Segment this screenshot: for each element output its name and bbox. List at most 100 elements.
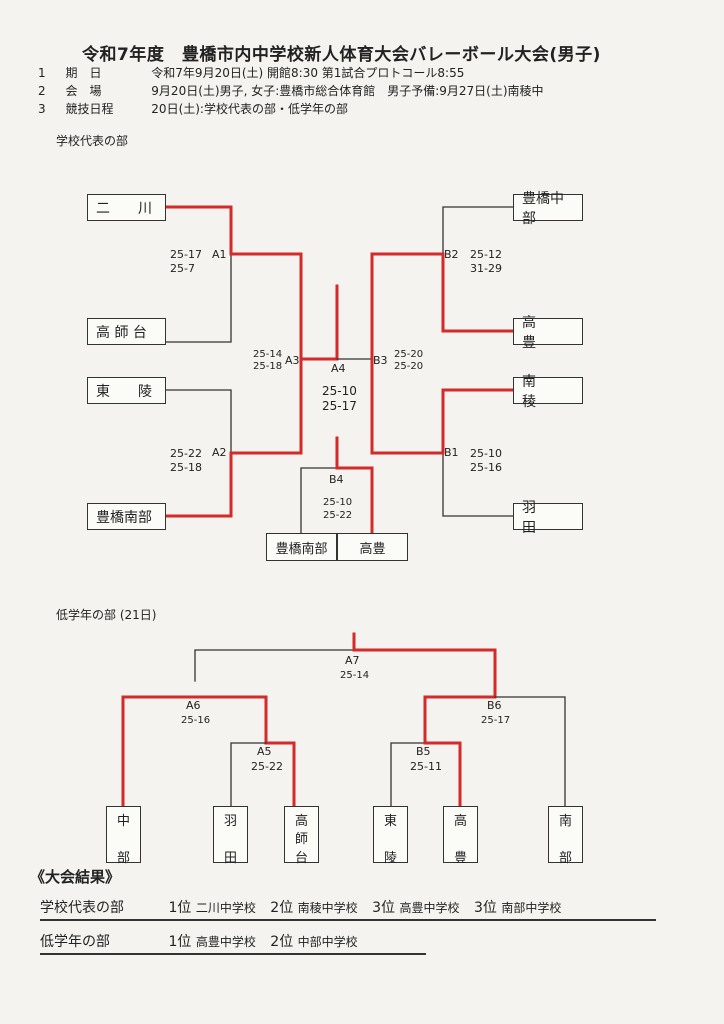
score-set: 25-10 — [323, 497, 353, 508]
team-label: 南 稜 — [522, 373, 564, 410]
rank: 3位 — [372, 900, 396, 916]
team-label: 豊橋中部 — [522, 190, 564, 227]
match-label-a6: A6 — [186, 699, 201, 712]
info-num: 1 — [38, 66, 46, 80]
match-score-a7: 25-14 — [340, 670, 370, 681]
info-label: 競技日程 — [65, 102, 114, 116]
match-score-a2: 25-22 25-18 — [170, 447, 202, 475]
info-num: 2 — [38, 84, 46, 98]
rank: 1位 — [168, 934, 192, 950]
score-set: 25-18 — [253, 361, 283, 372]
team-toyohashi-chubu: 豊橋中部 — [513, 191, 583, 227]
team-nanryo: 南 稜 — [513, 374, 583, 410]
score-set: 25-20 — [394, 349, 424, 360]
match-label-a4: A4 — [331, 362, 346, 375]
rank: 1位 — [168, 900, 192, 916]
team-char: 師 — [294, 832, 308, 847]
match-score-a1: 25-17 25-7 — [170, 248, 202, 276]
score-set: 25-20 — [394, 361, 424, 372]
team-char: 田 — [223, 851, 237, 866]
match-label-a7: A7 — [345, 654, 360, 667]
info-label: 会 場 — [65, 84, 102, 98]
team-char: 羽 — [223, 814, 237, 829]
team-char: 部 — [558, 851, 572, 866]
match-label-b6: B6 — [487, 699, 502, 712]
match-score-a5: 25-22 — [251, 760, 283, 773]
team-toyohashi-nanbu: 豊橋南部 — [87, 503, 166, 530]
team-takashidai: 高 師 台 — [87, 318, 166, 345]
match-score-a3: 25-14 25-18 — [253, 349, 282, 373]
match-score-b6: 25-17 — [481, 715, 511, 726]
info-num: 3 — [38, 102, 46, 116]
team-char: 高 — [453, 814, 467, 829]
team-char: 陵 — [383, 851, 397, 866]
match-label-b5: B5 — [416, 745, 431, 758]
score-set: 25-22 — [323, 510, 353, 521]
team-futagawa: 二 川 — [87, 194, 166, 221]
team-char: 豊 — [453, 851, 467, 866]
section-heading-school: 学校代表の部 — [56, 134, 129, 148]
team-char: 中 — [116, 814, 130, 829]
school-name: 二川中学校 — [195, 901, 256, 915]
rank: 2位 — [270, 900, 294, 916]
info-text: 20日(土):学校代表の部・低学年の部 — [151, 102, 348, 116]
match-label-a2: A2 — [212, 446, 227, 459]
results-school-row: 学校代表の部 1位 二川中学校 2位 南稜中学校 3位 高豊中学校 3位 南部中… — [40, 897, 656, 921]
match-label-b1: B1 — [444, 446, 459, 459]
score-set: 25-7 — [170, 262, 195, 275]
score-set: 31-29 — [470, 262, 502, 275]
results-junior-row: 低学年の部 1位 高豊中学校 2位 中部中学校 — [40, 931, 426, 955]
match-label-b3: B3 — [373, 354, 388, 367]
match-label-a5: A5 — [257, 745, 272, 758]
match-label-a3: A3 — [285, 354, 300, 367]
junior-team-nanbu: 南 部 — [548, 806, 583, 866]
team-label: 豊橋南部 — [96, 509, 152, 526]
team-takatoyo: 高 豊 — [513, 315, 583, 351]
school-name: 中部中学校 — [297, 935, 358, 949]
third-place-right: 高豊 — [337, 533, 408, 561]
info-line-venue: 2 会 場 9月20日(土)男子, 女子:豊橋市総合体育館 男子予備:9月27日… — [38, 82, 544, 99]
team-label: 東 陵 — [96, 383, 152, 400]
score-set: 25-14 — [253, 349, 283, 360]
junior-team-higashiryo: 東 陵 — [373, 806, 408, 866]
info-line-date: 1 期 日 令和7年9月20日(土) 開館8:30 第1試合プロトコール8:55 — [38, 64, 464, 81]
score-set: 25-22 — [170, 447, 202, 460]
team-char: 南 — [558, 814, 572, 829]
results-junior-label: 低学年の部 — [40, 934, 110, 950]
team-char: 高 — [294, 814, 308, 829]
junior-team-chubu: 中 部 — [106, 806, 141, 866]
team-label: 高 師 台 — [96, 324, 147, 341]
info-text: 9月20日(土)男子, 女子:豊橋市総合体育館 男子予備:9月27日(土)南稜中 — [151, 84, 544, 98]
match-score-b1: 25-10 25-16 — [470, 447, 502, 475]
team-label: 羽 田 — [522, 499, 564, 536]
info-text: 令和7年9月20日(土) 開館8:30 第1試合プロトコール8:55 — [151, 66, 465, 80]
team-char: 部 — [116, 851, 130, 866]
team-higashiryo: 東 陵 — [87, 377, 166, 404]
match-score-a4: 25-10 25-17 — [322, 384, 357, 414]
results-school-label: 学校代表の部 — [40, 900, 124, 916]
match-score-b2: 25-12 31-29 — [470, 248, 502, 276]
match-label-b4: B4 — [329, 473, 344, 486]
junior-team-takatoyo: 高 豊 — [443, 806, 478, 866]
school-name: 高豊中学校 — [195, 935, 256, 949]
match-label-b2: B2 — [444, 248, 459, 261]
score-set: 25-18 — [170, 461, 202, 474]
score-set: 25-10 — [322, 384, 357, 398]
rank: 3位 — [473, 900, 497, 916]
score-set: 25-17 — [322, 399, 357, 413]
score-set: 25-17 — [170, 248, 202, 261]
match-score-b5: 25-11 — [410, 760, 442, 773]
match-score-b3: 25-20 25-20 — [394, 349, 423, 373]
match-score-a6: 25-16 — [181, 715, 211, 726]
score-set: 25-16 — [470, 461, 502, 474]
score-set: 25-10 — [470, 447, 502, 460]
third-place-left: 豊橋南部 — [266, 533, 337, 561]
team-label: 高 豊 — [522, 314, 564, 351]
score-set: 25-12 — [470, 248, 502, 261]
info-label: 期 日 — [65, 66, 102, 80]
junior-team-hada: 羽 田 — [213, 806, 248, 866]
match-label-a1: A1 — [212, 248, 227, 261]
results-heading: 《大会結果》 — [30, 868, 121, 886]
info-line-schedule: 3 競技日程 20日(土):学校代表の部・低学年の部 — [38, 100, 348, 117]
